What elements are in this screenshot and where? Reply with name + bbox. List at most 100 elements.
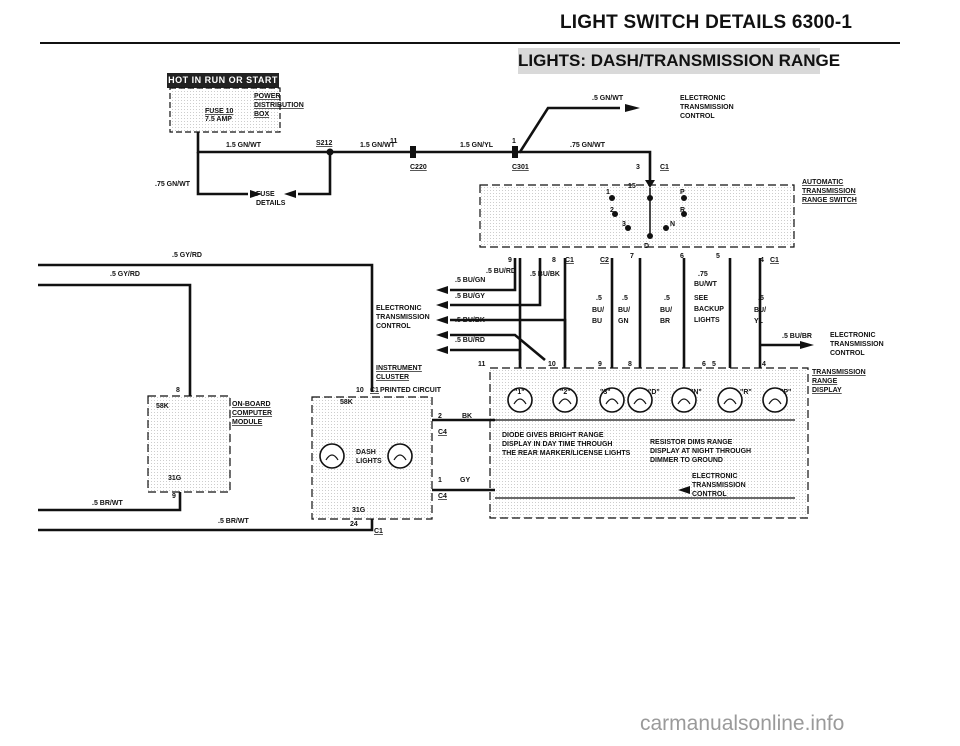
transmission-display-label: DISPLAY (812, 387, 842, 394)
arrow-ecu-right (800, 341, 814, 349)
obc-pin: 8 (176, 387, 180, 394)
connector-pin: 8 (552, 257, 556, 264)
obc-pin: 9 (172, 493, 176, 500)
header-rule (40, 42, 900, 44)
ecu-top-label: CONTROL (680, 113, 715, 120)
ecu-left-label: ELECTRONIC (376, 305, 422, 312)
wire-label: .5 BU/GY (455, 293, 485, 300)
display-label: "3" (600, 389, 611, 396)
fuse-details-label: FUSE (256, 191, 275, 198)
left-wires (38, 263, 374, 532)
power-box-label: POWER (254, 93, 280, 100)
connector-label: C1 (660, 164, 669, 171)
display-pin: 8 (628, 361, 632, 368)
wire-block: .5 (622, 295, 628, 302)
display-label: "N" (690, 389, 702, 396)
switch-pin: P (680, 189, 685, 196)
connector-pin: C1 (770, 257, 779, 264)
wire-block: BU/ (754, 307, 766, 314)
connector-pin: C1 (565, 257, 574, 264)
ecu-inner-label: TRANSMISSION (692, 482, 746, 489)
ecu-inner-label: CONTROL (692, 491, 727, 498)
display-label: "D" (648, 389, 660, 396)
wire-label: 1.5 GN/WT (360, 142, 396, 149)
wire-label: .5 BU/BK (455, 317, 485, 324)
power-distribution-box (169, 87, 281, 133)
wire-label: GY (460, 477, 470, 484)
switch-pin: N (670, 221, 675, 228)
display-feed-wires (518, 258, 800, 368)
display-bus-lines (495, 419, 795, 499)
wire-label: BU/WT (694, 281, 718, 288)
obc-label: COMPUTER (232, 410, 272, 417)
connector-c220 (410, 146, 416, 158)
connector-label: C301 (512, 164, 529, 171)
display-lamps (507, 387, 788, 413)
wire-label: .75 GN/WT (155, 181, 191, 188)
dash-lights-label: DASH (356, 449, 376, 456)
wire-block: .5 (758, 295, 764, 302)
range-switch-box (479, 184, 795, 248)
cluster-pin: C1 (370, 387, 379, 394)
wire-block: BU/ (592, 307, 604, 314)
wire-label: C4 (438, 493, 447, 500)
display-pin: 10 (548, 361, 556, 368)
display-pin: 11 (478, 361, 486, 368)
instrument-cluster-label: CLUSTER (376, 374, 409, 381)
wire-label: .5 BU/BK (530, 271, 560, 278)
pin-label: 1 (512, 138, 516, 145)
connector-c301 (512, 146, 518, 158)
ecu-right-label: CONTROL (830, 350, 865, 357)
obc-label: MODULE (232, 419, 263, 426)
resistor-note: DISPLAY AT NIGHT THROUGH (650, 448, 751, 455)
connector-c1-top (645, 180, 655, 188)
cluster-pin: 24 (350, 521, 358, 528)
splice-s212 (326, 148, 334, 156)
ecu-top-label: TRANSMISSION (680, 104, 734, 111)
switch-pin: 15 (628, 183, 636, 190)
connector-pin: 6 (680, 253, 684, 260)
display-lamp-filaments (513, 398, 782, 405)
see-backup-label: SEE (694, 295, 708, 302)
wire-block: .5 (596, 295, 602, 302)
wire-label: .5 BR/WT (218, 518, 249, 525)
arrow-from-fuse (284, 190, 296, 198)
wire-label: .5 BR/WT (92, 500, 123, 507)
fuse-details-label: DETAILS (256, 200, 286, 207)
pin-label: 11 (390, 138, 398, 145)
cluster-pin: 31G (352, 507, 366, 514)
power-box-label: DISTRIBUTION (254, 102, 304, 109)
wire-label: 1.5 GN/YL (460, 142, 494, 149)
cluster-pin: 58K (340, 399, 353, 406)
range-switch-label: RANGE SWITCH (802, 197, 857, 204)
dash-lights-label: LIGHTS (356, 458, 382, 465)
diode-note: DIODE GIVES BRIGHT RANGE (502, 432, 604, 439)
cluster-pin: 10 (356, 387, 364, 394)
fuse-name: FUSE 10 (205, 108, 234, 115)
dash-lamp-filaments (325, 454, 407, 461)
range-switch-label: AUTOMATIC (802, 179, 843, 186)
arrow-inner-ecu (678, 486, 690, 494)
cluster-pin: C1 (374, 528, 383, 535)
splice-label: S212 (316, 140, 332, 147)
switch-pin: 1 (606, 189, 610, 196)
wire-block: YL (754, 318, 764, 325)
pin-label: 3 (636, 164, 640, 171)
section-subheading: LIGHTS: DASH/TRANSMISSION RANGE (518, 48, 840, 74)
display-label: "2" (560, 389, 571, 396)
watermark: carmanualsonline.info (640, 712, 845, 735)
transmission-display-label: TRANSMISSION (812, 369, 866, 376)
ecu-left-arrowheads (436, 286, 448, 354)
switch-pin: 2 (610, 207, 614, 214)
wire-label: C4 (438, 429, 447, 436)
diode-note: THE REAR MARKER/LICENSE LIGHTS (502, 450, 631, 457)
wire-label: .75 (698, 271, 708, 278)
wire-block: BU/ (618, 307, 630, 314)
wire-block: GN (618, 318, 629, 325)
connector-pin: 7 (630, 253, 634, 260)
display-pin: 4 (762, 361, 766, 368)
obc-pin: 58K (156, 403, 169, 410)
wire-label: .5 GN/WT (592, 95, 624, 102)
connector-pin: 4 (760, 257, 764, 264)
hot-in-run-tab: HOT IN RUN OR START (167, 73, 279, 88)
